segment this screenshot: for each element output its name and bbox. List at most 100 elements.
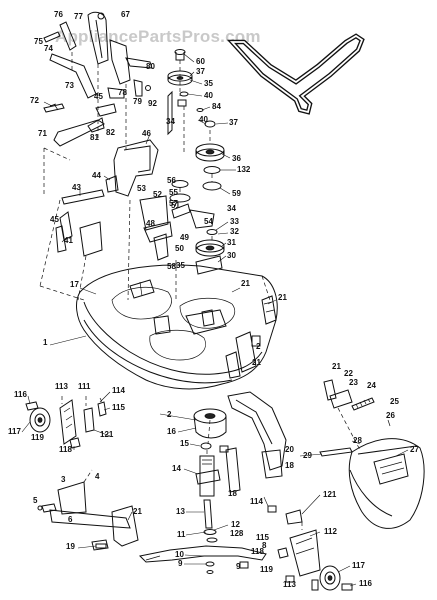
callout-2: 2: [167, 410, 172, 419]
callout-29: 29: [303, 451, 312, 460]
callout-45: 45: [94, 92, 103, 101]
callout-34: 34: [166, 117, 175, 126]
callout-21: 21: [252, 358, 261, 367]
callout-80: 80: [146, 62, 155, 71]
callout-41: 41: [64, 236, 73, 245]
callout-32: 32: [230, 227, 239, 236]
callout-9: 9: [236, 562, 241, 571]
callout-128: 128: [230, 529, 244, 538]
callout-43: 43: [72, 183, 81, 192]
hardware-bolts[interactable]: [95, 335, 353, 591]
callout-52: 52: [153, 190, 162, 199]
callout-58: 58: [167, 262, 176, 271]
callout-60: 60: [196, 57, 205, 66]
callout-71: 71: [38, 129, 47, 138]
callout-17: 17: [70, 280, 79, 289]
mower-deck-housing[interactable]: [39, 264, 278, 390]
callout-119: 119: [260, 565, 273, 574]
callout-92: 92: [148, 99, 157, 108]
callout-115: 115: [256, 533, 269, 542]
callout-44: 44: [92, 171, 101, 180]
callout-113: 113: [55, 382, 68, 391]
callout-35: 35: [176, 261, 185, 270]
callout-49: 49: [180, 233, 189, 242]
callout-76: 76: [54, 10, 63, 19]
callout-34: 34: [227, 204, 236, 213]
callout-132: 132: [237, 165, 251, 174]
callout-18: 18: [228, 489, 237, 498]
callout-3: 3: [61, 475, 66, 484]
callout-31: 31: [227, 238, 236, 247]
callout-46: 46: [142, 129, 151, 138]
callout-84: 84: [212, 102, 221, 111]
callout-4: 4: [95, 472, 100, 481]
callout-36: 36: [232, 154, 241, 163]
callout-121: 121: [323, 490, 337, 499]
gauge-wheel-right[interactable]: [277, 509, 341, 591]
callout-30: 30: [227, 251, 236, 260]
callout-21: 21: [241, 279, 250, 288]
callout-18: 18: [285, 461, 294, 470]
drive-belt[interactable]: [226, 33, 365, 115]
gauge-wheel-left[interactable]: [25, 396, 107, 449]
callout-37: 37: [229, 118, 238, 127]
callout-25: 25: [390, 397, 399, 406]
callout-116: 116: [14, 390, 27, 399]
callout-22: 22: [344, 369, 353, 378]
callout-13: 13: [176, 507, 185, 516]
callout-121: 121: [100, 430, 114, 439]
callout-81: 81: [90, 133, 99, 142]
callout-40: 40: [199, 115, 208, 124]
watermark: AppliancePartsPros.com: [55, 27, 261, 46]
callout-53: 53: [137, 184, 146, 193]
callout-1: 1: [43, 338, 48, 347]
callout-8: 8: [262, 541, 267, 550]
belt-guard[interactable]: [225, 391, 287, 493]
callout-116: 116: [359, 579, 372, 588]
callout-54: 54: [204, 217, 213, 226]
callout-78: 78: [118, 88, 127, 97]
callout-37: 37: [196, 67, 205, 76]
callout-55: 55: [169, 188, 178, 197]
callout-79: 79: [133, 97, 142, 106]
callout-75: 75: [34, 37, 43, 46]
callout-72: 72: [30, 96, 39, 105]
callout-40: 40: [204, 91, 213, 100]
mower-blade[interactable]: [138, 545, 267, 574]
spindle-housing[interactable]: [193, 408, 227, 543]
callout-21: 21: [278, 293, 287, 302]
callout-48: 48: [146, 219, 155, 228]
lift-linkage-assembly[interactable]: [43, 11, 153, 196]
callout-19: 19: [66, 542, 75, 551]
callout-28: 28: [353, 436, 362, 445]
callout-112: 112: [324, 527, 337, 536]
callout-118: 118: [59, 445, 72, 454]
lead-lines: [21, 53, 409, 587]
callout-119: 119: [31, 433, 44, 442]
callout-24: 24: [367, 381, 376, 390]
callout-5: 5: [33, 496, 38, 505]
discharge-chute[interactable]: [319, 379, 425, 529]
callout-10: 10: [175, 550, 184, 559]
callout-77: 77: [74, 12, 83, 21]
callout-21: 21: [332, 362, 341, 371]
callout-57: 57: [169, 199, 178, 208]
callout-114: 114: [250, 497, 263, 506]
idler-bracket[interactable]: [105, 139, 159, 197]
callout-117: 117: [352, 561, 365, 570]
callout-113: 113: [283, 580, 296, 589]
callout-2: 2: [256, 342, 261, 351]
callout-11: 11: [177, 530, 186, 539]
callout-45: 45: [50, 215, 59, 224]
callout-14: 14: [172, 464, 181, 473]
lift-link-rods[interactable]: [39, 189, 105, 301]
callout-74: 74: [44, 44, 53, 53]
stabilizer-bracket[interactable]: [37, 469, 139, 551]
callout-27: 27: [410, 445, 419, 454]
center-spindle-pulley-stack[interactable]: [127, 49, 225, 301]
callout-6: 6: [68, 515, 73, 524]
callout-20: 20: [285, 445, 294, 454]
